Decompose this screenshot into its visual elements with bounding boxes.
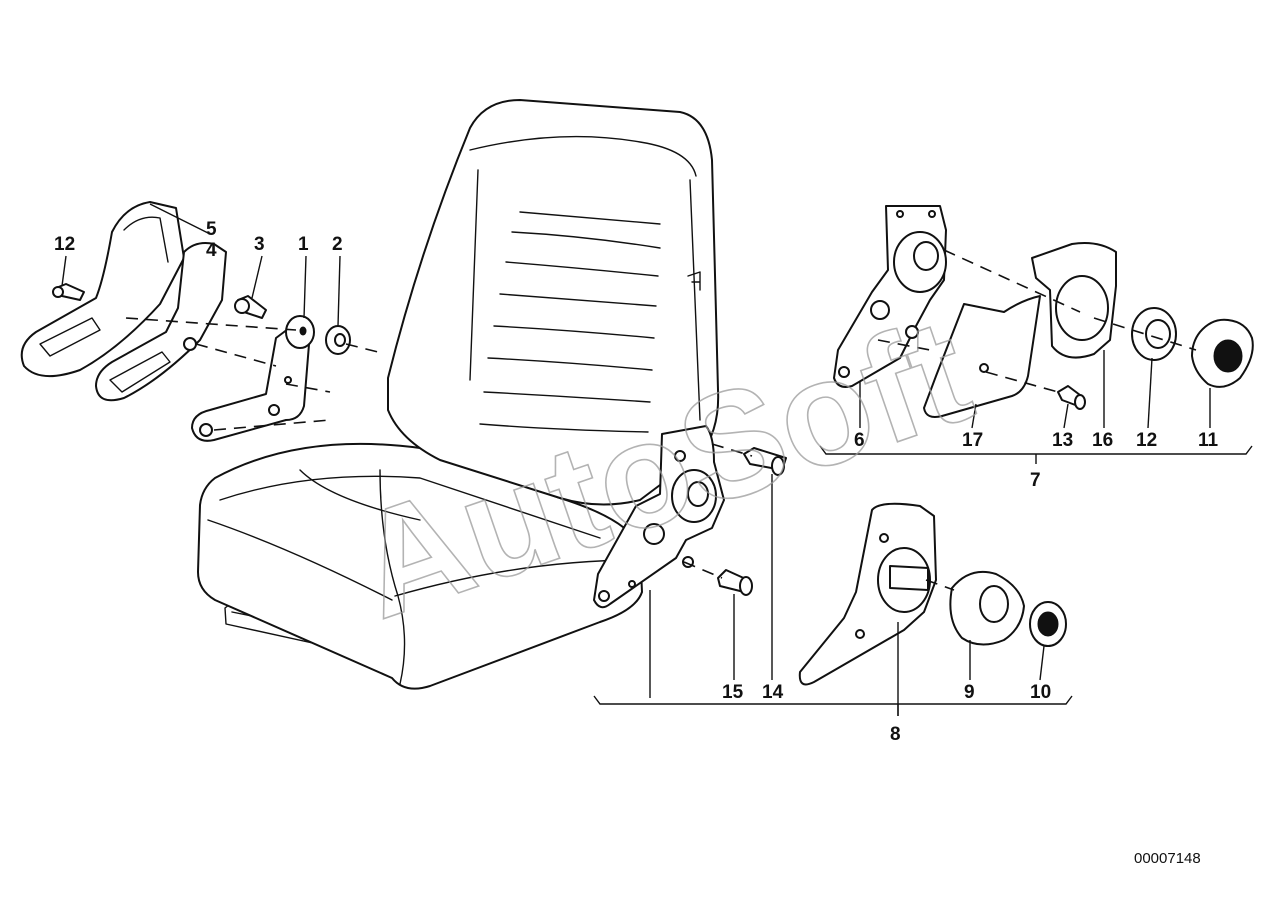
label-2: 2 [332, 234, 343, 255]
seat-illustration [197, 99, 720, 690]
label-16: 16 [1092, 430, 1113, 451]
document-number: 00007148 [1134, 850, 1201, 867]
label-14: 14 [762, 682, 784, 703]
label-12-right: 12 [1136, 430, 1157, 451]
label-9: 9 [964, 682, 975, 703]
center-recliner-group [593, 425, 787, 698]
label-17: 17 [962, 430, 983, 451]
label-12-left: 12 [54, 234, 75, 255]
label-13: 13 [1052, 430, 1073, 451]
label-4: 4 [206, 240, 217, 261]
label-15: 15 [722, 682, 744, 703]
label-5: 5 [206, 219, 217, 240]
right-bottom-exploded-group [593, 502, 1073, 716]
part-number-labels: 12 5 4 3 1 2 6 17 13 16 12 11 7 15 14 9 … [54, 219, 1219, 745]
label-1: 1 [298, 234, 309, 255]
right-top-exploded-group [819, 205, 1254, 464]
label-8: 8 [890, 724, 901, 745]
label-6: 6 [854, 430, 865, 451]
label-10: 10 [1030, 682, 1051, 703]
label-11: 11 [1198, 430, 1219, 451]
label-3: 3 [254, 234, 265, 255]
label-7: 7 [1030, 470, 1041, 491]
left-exploded-group [20, 201, 379, 442]
